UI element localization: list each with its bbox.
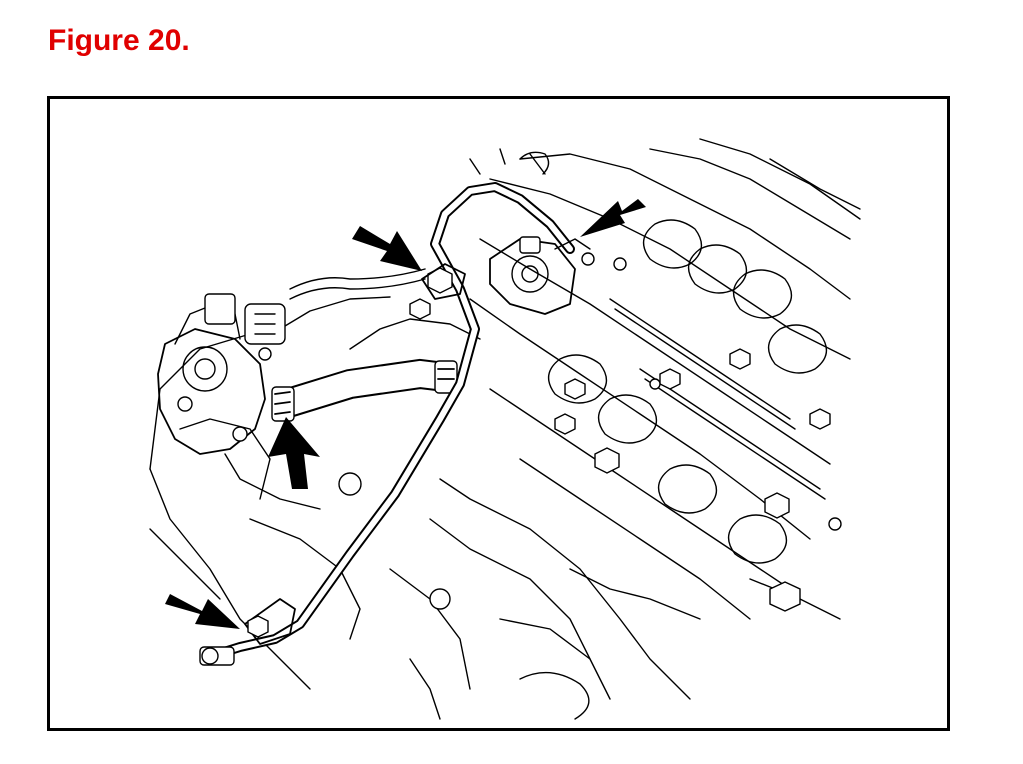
arrow-middle-up [268,417,320,489]
callout-arrows [165,199,646,629]
figure-title: Figure 20. [48,24,190,57]
engine-block [149,138,861,720]
arrow-bottom-left [165,594,240,629]
bolts [338,257,842,612]
throttle-body [157,268,426,510]
diagram-frame [47,96,950,731]
bypass-hose [271,358,458,422]
water-pipe [199,182,575,666]
engine-line-drawing [149,138,861,720]
air-valve [469,148,595,315]
arrow-top-right [580,199,646,237]
arrow-top-left [352,226,422,271]
